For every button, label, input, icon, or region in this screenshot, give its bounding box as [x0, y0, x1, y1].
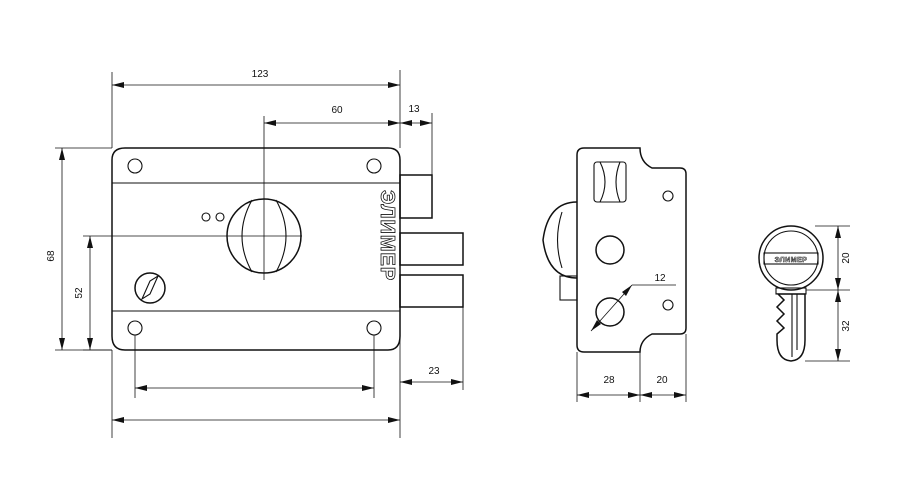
- side-hole-lower: [595, 297, 625, 327]
- mount-hole-tl: [127, 158, 143, 174]
- dim-bolt-projection: 13: [408, 104, 420, 115]
- mount-hole-br: [366, 320, 382, 336]
- key: ЭЛИМЕР: [758, 225, 824, 362]
- keyhole-escutcheon: [134, 272, 166, 304]
- dim-key-head: 20: [841, 252, 852, 264]
- deadbolt-lower: [399, 274, 464, 308]
- side-knob: [542, 201, 578, 279]
- dim-key-blade: 32: [841, 320, 852, 332]
- dim-cylinder-diameter: 12: [654, 273, 666, 284]
- dim-height-inner: 52: [74, 287, 85, 299]
- key-head: [758, 225, 824, 291]
- dim-plate-depth: 20: [656, 375, 668, 386]
- dim-height-outer: 68: [46, 250, 57, 262]
- side-view: 12 28 20: [542, 147, 687, 402]
- key-dimensions: 20 32: [805, 225, 852, 362]
- brand-plate: ЭЛИМЕР: [376, 190, 399, 282]
- dim-bolt-length: 23: [428, 366, 440, 377]
- lock-body-outline: [111, 147, 401, 351]
- key-brand-label: ЭЛИМЕР: [775, 257, 808, 264]
- side-hole-upper: [595, 235, 625, 265]
- dim-body-depth: 28: [603, 375, 615, 386]
- front-dimensions: 123 60 13 68 52: [46, 69, 464, 438]
- front-view: ЭЛИМЕР: [111, 116, 464, 351]
- mount-hole-tr: [366, 158, 382, 174]
- dim-knob-offset: 60: [331, 105, 343, 116]
- indicator-hole-1: [201, 212, 211, 222]
- brand-label: ЭЛИМЕР: [376, 190, 398, 281]
- side-spindle: [559, 275, 578, 301]
- mount-hole-bl: [127, 320, 143, 336]
- latch-bolt: [399, 174, 433, 219]
- deadbolt-upper: [399, 232, 464, 266]
- side-body-outline: [576, 147, 687, 353]
- indicator-hole-2: [215, 212, 225, 222]
- dim-overall-width: 123: [252, 69, 269, 80]
- side-handle: [593, 161, 627, 203]
- key-blade: [775, 293, 806, 362]
